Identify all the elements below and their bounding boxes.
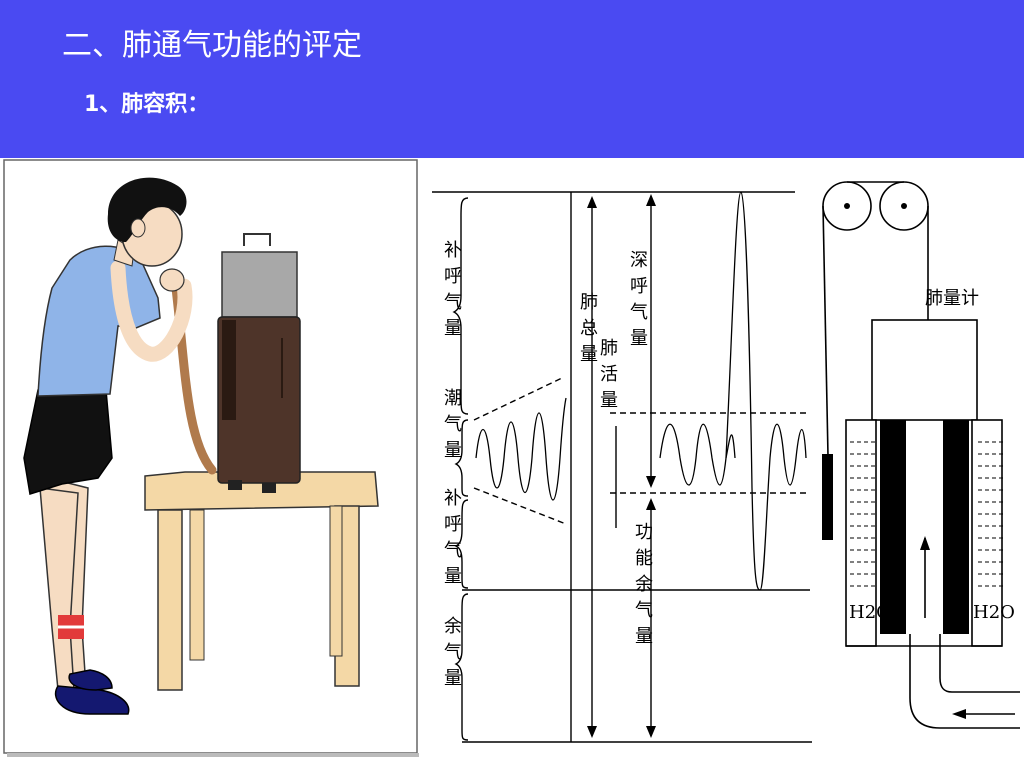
- label-frc: 功能余气量: [635, 522, 653, 647]
- lung-volume-figure: 补呼气量 潮气量 补呼气量 余气量 肺总量 肺活量 深呼气量 功能余气量 肺量计…: [3, 159, 1020, 757]
- rv-brace: [454, 593, 469, 741]
- title-banner: 二、肺通气功能的评定 1、肺容积：: [0, 0, 1024, 158]
- label-erv: 补呼气量: [444, 488, 462, 587]
- shoes: [54, 685, 130, 715]
- shorts: [23, 389, 113, 495]
- bell-wall-right: [943, 420, 969, 634]
- slide-title: 二、肺通气功能的评定: [62, 28, 362, 63]
- counterweight: [822, 454, 833, 540]
- water-right-label: H2O: [973, 602, 1015, 623]
- table: [144, 471, 379, 691]
- tidal-brace: [454, 419, 469, 497]
- deep-breath-trace: [725, 191, 771, 591]
- label-tidal: 潮气量: [444, 388, 462, 461]
- label-vc: 肺活量: [600, 338, 618, 411]
- erv-brace: [454, 499, 469, 589]
- lung-volume-diagram: 补呼气量 潮气量 补呼气量 余气量 肺总量 肺活量 深呼气量 功能余气量: [432, 191, 812, 743]
- shirt: [37, 245, 161, 397]
- label-rv: 余气量: [444, 616, 462, 689]
- frame-shadow: [7, 753, 419, 757]
- spirometer-device: [217, 233, 301, 493]
- right-tidal-trace: [659, 423, 807, 486]
- spirometer-schematic: 肺量计 H2O H2O: [822, 181, 1020, 729]
- spirometer-label: 肺量计: [925, 288, 979, 309]
- boy-figure: [23, 177, 193, 715]
- irv-brace: [452, 197, 469, 415]
- label-deep: 深呼气量: [630, 250, 648, 349]
- slide-subtitle: 1、肺容积：: [84, 92, 210, 117]
- label-tlc: 肺总量: [580, 292, 598, 365]
- water-left-label: H2O: [849, 602, 891, 623]
- bell-top: [871, 319, 978, 421]
- left-tidal-trace: [475, 397, 567, 501]
- hair: [107, 177, 187, 242]
- boy-illustration-panel: [3, 159, 419, 757]
- bell-wall-left: [880, 420, 906, 634]
- label-irv: 补呼气量: [444, 240, 462, 339]
